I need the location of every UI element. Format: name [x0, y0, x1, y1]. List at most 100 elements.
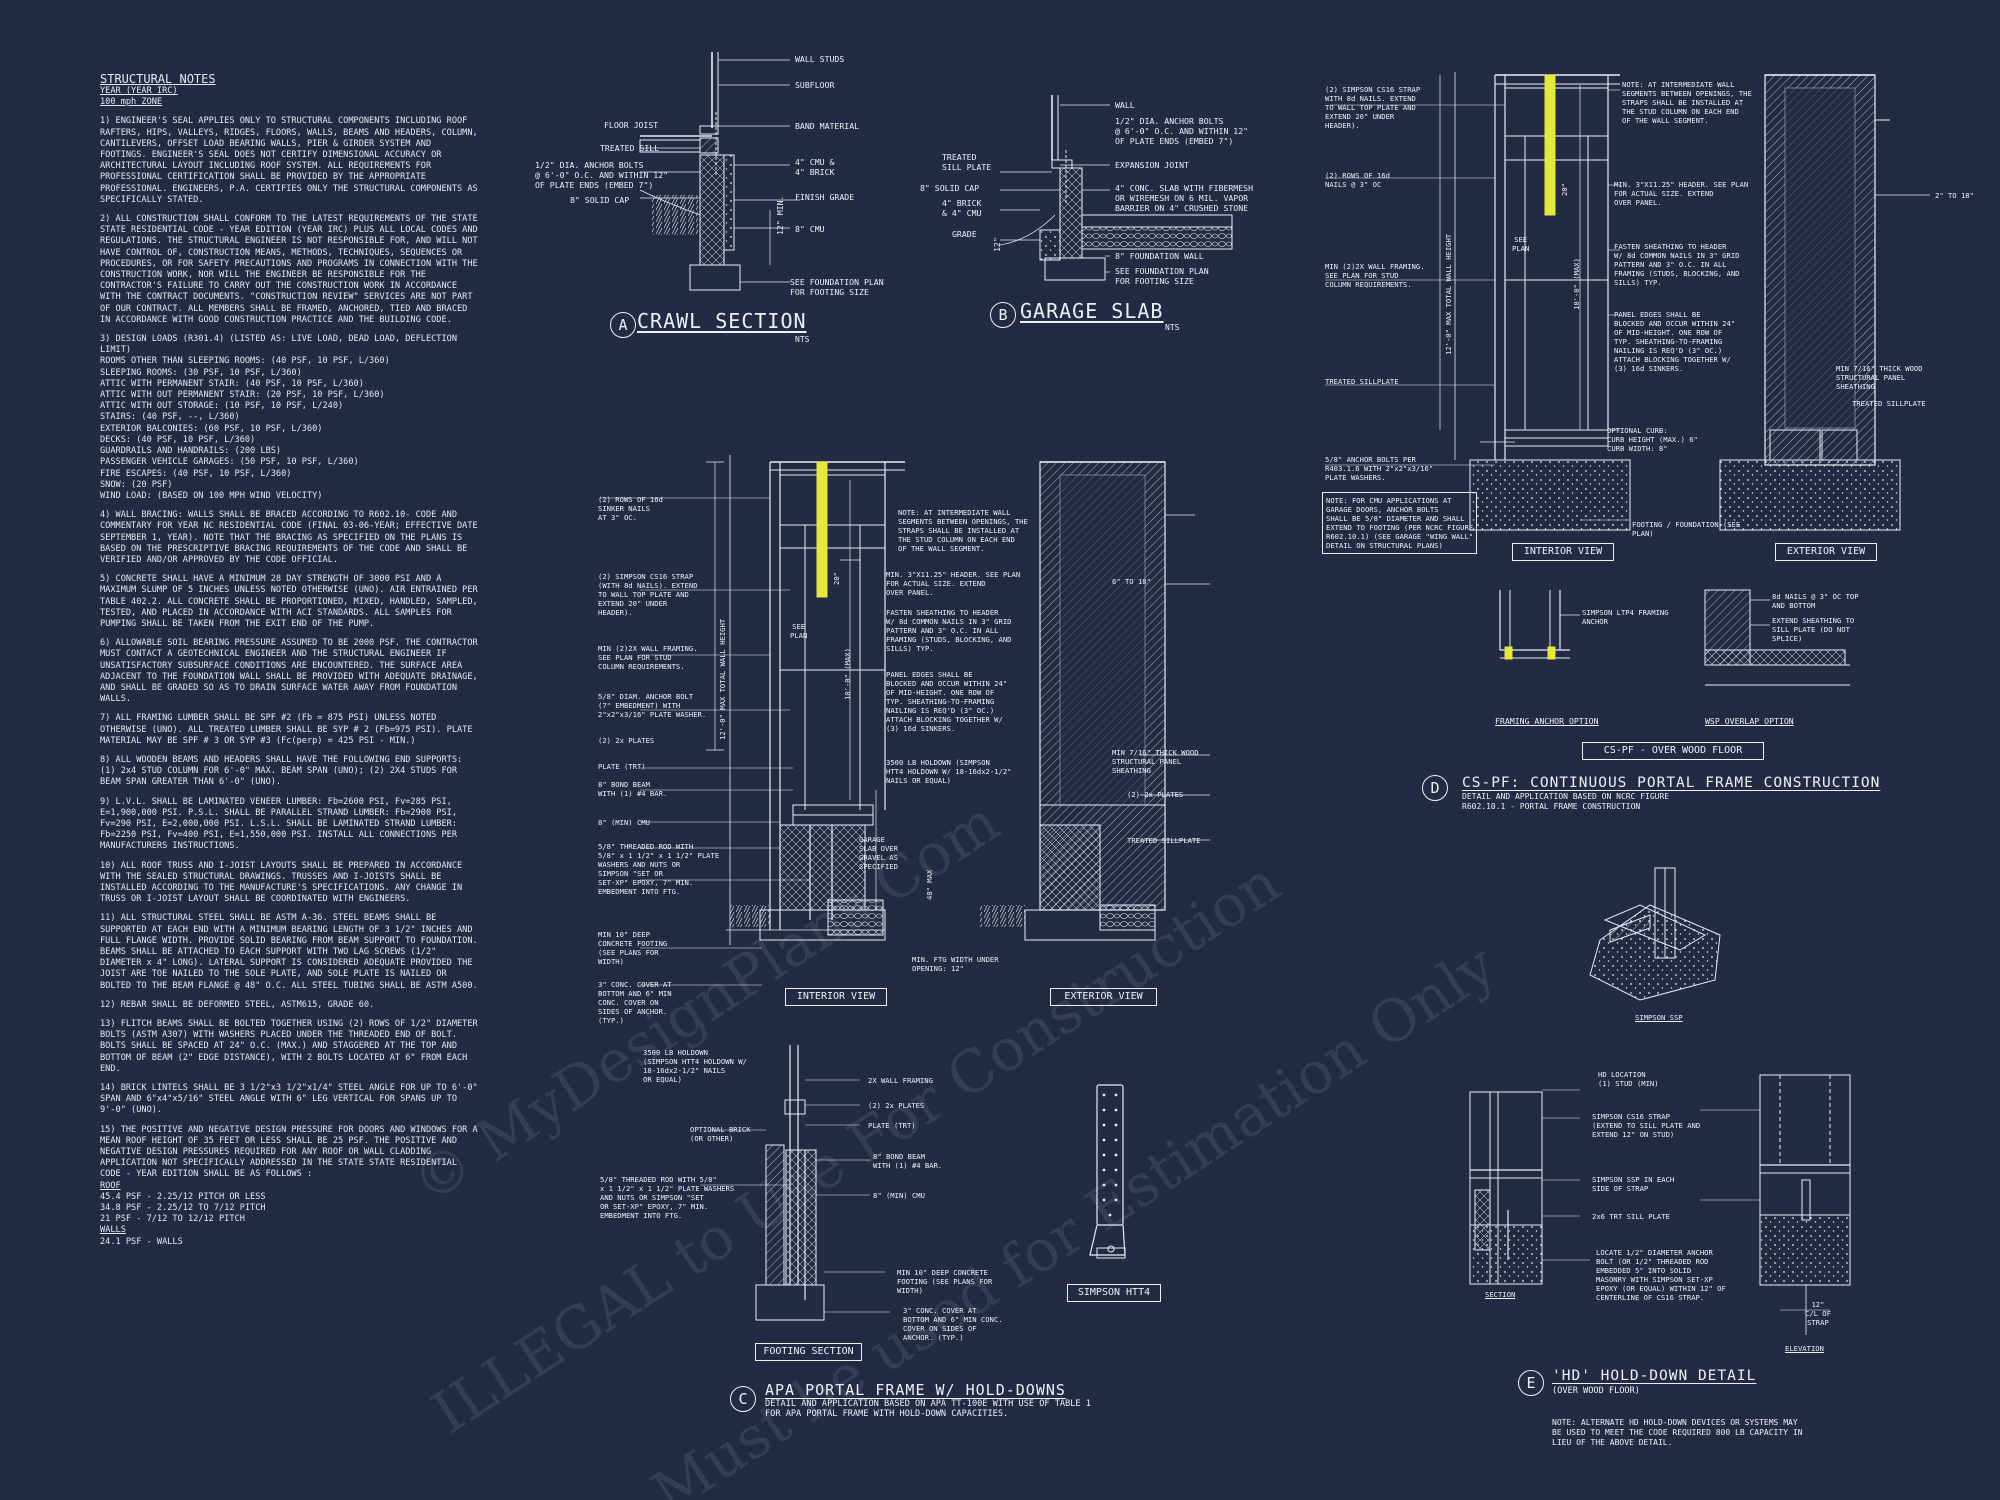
- fs-cmu: 8" (MIN) CMU: [873, 1191, 925, 1200]
- walls-heading: WALLS: [100, 1225, 126, 1236]
- notes-year: YEAR (YEAR IRC): [100, 86, 178, 96]
- e-cs16-strap: SIMPSON CS16 STRAP (EXTEND TO SILL PLATE…: [1592, 1112, 1701, 1139]
- detail-e-marker: E: [1518, 1370, 1544, 1396]
- d-treated-sill-ext: TREATED SILLPLATE: [1852, 399, 1926, 408]
- load-item: FIRE ESCAPES: (40 PSF, 10 PSF, L/360): [100, 468, 292, 479]
- note-1: 1) ENGINEER'S SEAL APPLIES ONLY TO STRUC…: [100, 116, 478, 205]
- crawl-wall-studs: WALL STUDS: [795, 54, 845, 64]
- d-cmu-note: NOTE: FOR CMU APPLICATIONS AT GARAGE DOO…: [1322, 492, 1478, 554]
- fs-plates: (2) 2x PLATES: [868, 1101, 925, 1110]
- footing-section-drawing: [700, 1045, 1126, 1321]
- crawl-cmu-brick: 4" CMU & 4" BRICK: [795, 157, 835, 177]
- load-item: WIND LOAD: (BASED ON 100 MPH WIND VELOCI…: [100, 490, 323, 501]
- htt4-nail-holes: [1102, 1093, 1118, 1217]
- d-rows-16d: (2) ROWS OF 16d NAILS @ 3" OC: [1325, 171, 1390, 189]
- c-20: 20": [832, 572, 841, 585]
- d-sheathing: MIN 7/16" THICK WOOD STRUCTURAL PANEL SH…: [1836, 364, 1923, 391]
- note-4: 4) WALL BRACING: WALLS SHALL BE BRACED A…: [100, 510, 478, 565]
- load-item: SLEEPING ROOMS: (30 PSF, 10 PSF, L/360): [100, 367, 302, 378]
- fs-wall-framing: 2X WALL FRAMING: [868, 1076, 933, 1085]
- htt4-tag: SIMPSON HTT4: [1067, 1284, 1161, 1302]
- fs-holdown: 3500 LB HOLDOWN (SIMPSON HTT4 HOLDOWN W/…: [643, 1048, 747, 1084]
- ssp-caption: SIMPSON SSP: [1635, 1013, 1683, 1022]
- anchor-d-right: [1547, 646, 1556, 660]
- load-item: ROOMS OTHER THAN SLEEPING ROOMS: (40 PSF…: [100, 356, 390, 367]
- note-9: 9) L.V.L. SHALL BE LAMINATED VENEER LUMB…: [100, 796, 457, 852]
- garage-title: GARAGE SLAB: [1020, 299, 1164, 323]
- note-5: 5) CONCRETE SHALL HAVE A MINIMUM 28 DAY …: [100, 574, 478, 629]
- detail-d-marker: D: [1422, 775, 1448, 801]
- c-cmu: 8" (MIN) CMU: [598, 818, 650, 827]
- crawl-finish-grade: FINISH GRADE: [795, 192, 855, 202]
- crawl-floor-joist: FLOOR JOIST: [604, 120, 659, 130]
- cs16-straps: [816, 74, 1556, 660]
- c-interior-view-tag: INTERIOR VIEW: [785, 988, 887, 1006]
- garage-12: 12": [992, 237, 1002, 252]
- d-extend-sheathing: EXTEND SHEATHING TO SILL PLATE (DO NOT S…: [1772, 616, 1855, 643]
- c-sheathing: MIN 7/16" THICK WOOD STRUCTURAL PANEL SH…: [1112, 748, 1199, 775]
- detail-a-marker: A: [610, 312, 636, 338]
- e-sill-plate: 2x6 TRT SILL PLATE: [1592, 1212, 1670, 1221]
- cspf-subtitle: DETAIL AND APPLICATION BASED ON NCRC FIG…: [1462, 792, 1670, 811]
- d-panel-edges: PANEL EDGES SHALL BE BLOCKED AND OCCUR W…: [1614, 310, 1736, 373]
- note-10: 10) ALL ROOF TRUSS AND I-JOIST LAYOUTS S…: [100, 860, 463, 905]
- cspf-exterior-drawing: [1719, 74, 1930, 531]
- c-panel-edges: PANEL EDGES SHALL BE BLOCKED AND OCCUR W…: [886, 670, 1008, 733]
- c-sinker-nails: (2) ROWS OF 16d SINKER NAILS AT 3" OC.: [598, 495, 663, 522]
- note-8: 8) ALL WOODEN BEAMS AND HEADERS SHALL HA…: [100, 754, 463, 788]
- note-2: 2) ALL CONSTRUCTION SHALL CONFORM TO THE…: [100, 214, 478, 325]
- c-anchor-bolt: 5/8" DIAM. ANCHOR BOLT (7" EMBEDMENT) WI…: [598, 692, 707, 719]
- c-max10: 10'-0" (MAX): [843, 648, 852, 700]
- c-see-plan: SEE PLAN: [790, 622, 808, 640]
- load-item: ATTIC WITH OUT STORAGE: (10 PSF, 10 PSF,…: [100, 401, 344, 412]
- garage-slab-drawing: [999, 95, 1233, 281]
- load-item: GUARDRAILS AND HANDRAILS: (200 LBS): [100, 446, 282, 457]
- crawl-subfloor: SUBFLOOR: [795, 80, 835, 90]
- framing-anchor-option: FRAMING ANCHOR OPTION: [1495, 716, 1599, 726]
- d-interior-view-tag: INTERIOR VIEW: [1512, 543, 1614, 561]
- e-hd-location: HD LOCATION (1) STUD (MIN): [1598, 1070, 1659, 1088]
- hold-down-drawing: [1469, 1074, 1851, 1335]
- c-fasten: FASTEN SHEATHING TO HEADER W/ 8d COMMON …: [886, 608, 1012, 653]
- c-concrete-footing: MIN 10" DEEP CONCRETE FOOTING (SEE PLANS…: [598, 930, 668, 966]
- d-anchor-bolts: 5/8" ANCHOR BOLTS PER R403.1.6 WITH 2"x2…: [1325, 455, 1434, 482]
- c-wall-framing: MIN (2)2X WALL FRAMING. SEE PLAN FOR STU…: [598, 644, 698, 671]
- d-exterior-view-tag: EXTERIOR VIEW: [1775, 543, 1877, 561]
- garage-anchor-bolts: 1/2" DIA. ANCHOR BOLTS @ 6'-0" O.C. AND …: [1115, 116, 1249, 146]
- c-6to18: 6" TO 18": [1112, 577, 1151, 586]
- garage-brick-cmu: 4" BRICK & 4" CMU: [942, 198, 982, 218]
- notes-title: STRUCTURAL NOTES: [100, 72, 216, 86]
- d-see-plan: SEE PLAN: [1512, 235, 1530, 253]
- strap-d-interior: [1544, 74, 1556, 216]
- fs-optional-brick: OPTIONAL BRICK (OR OTHER): [690, 1125, 751, 1143]
- d-20: 20": [1560, 183, 1569, 196]
- note-12: 12) REBAR SHALL BE DEFORMED STEEL, ASTM6…: [100, 999, 375, 1010]
- d-footing: FOOTING / FOUNDATION (SEE PLAN): [1632, 520, 1741, 538]
- wall-pressure: 24.1 PSF - WALLS: [100, 1236, 183, 1247]
- c-bond-beam: 8" BOND BEAM WITH (1) #4 BAR.: [598, 780, 668, 798]
- c-plates-ext: (2) 2x PLATES: [1127, 790, 1184, 799]
- d-8d-nails: 8d NAILS @ 3" OC TOP AND BOTTOM: [1772, 592, 1859, 610]
- c-plate-trt: PLATE (TRT): [598, 762, 646, 771]
- c-max-height: 12'-0" MAX TOTAL WALL HEIGHT: [718, 618, 727, 740]
- garage-slab-spec: 4" CONC. SLAB WITH FIBERMESH OR WIREMESH…: [1115, 183, 1254, 213]
- d-fasten: FASTEN SHEATHING TO HEADER W/ 8d COMMON …: [1614, 242, 1740, 287]
- c-exterior-view-tag: EXTERIOR VIEW: [1050, 988, 1157, 1006]
- hold-down-note: NOTE: ALTERNATE HD HOLD-DOWN DEVICES OR …: [1552, 1418, 1803, 1447]
- note-3-head: 3) DESIGN LOADS (R301.4) (LISTED AS: LIV…: [100, 334, 457, 356]
- cspf-title: CS-PF: CONTINUOUS PORTAL FRAME CONSTRUCT…: [1462, 775, 1881, 791]
- d-2to18: 2" TO 18": [1935, 191, 1974, 200]
- load-item: DECKS: (40 PSF, 10 PSF, L/360): [100, 434, 256, 445]
- detail-c-marker: C: [730, 1386, 756, 1412]
- note-11: 11) ALL STRUCTURAL STEEL SHALL BE ASTM A…: [100, 913, 478, 991]
- d-cs16-strap: (2) SIMPSON CS16 STRAP WITH 8d NAILS. EX…: [1325, 85, 1421, 130]
- cspf-interior-drawing: [1325, 72, 1631, 531]
- garage-treated-sill: TREATED SILL PLATE: [942, 152, 992, 172]
- fs-plate-trt: PLATE (TRT): [868, 1121, 916, 1130]
- c-min-ftg: MIN. FTG WIDTH UNDER OPENING: 12": [912, 955, 999, 973]
- note-14: 14) BRICK LINTELS SHALL BE 3 1/2"x3 1/2"…: [100, 1083, 478, 1116]
- d-treated-sill: TREATED SILLPLATE: [1325, 377, 1399, 386]
- d-optional-curb: OPTIONAL CURB: CURB HEIGHT (MAX.) 6" CUR…: [1607, 426, 1698, 453]
